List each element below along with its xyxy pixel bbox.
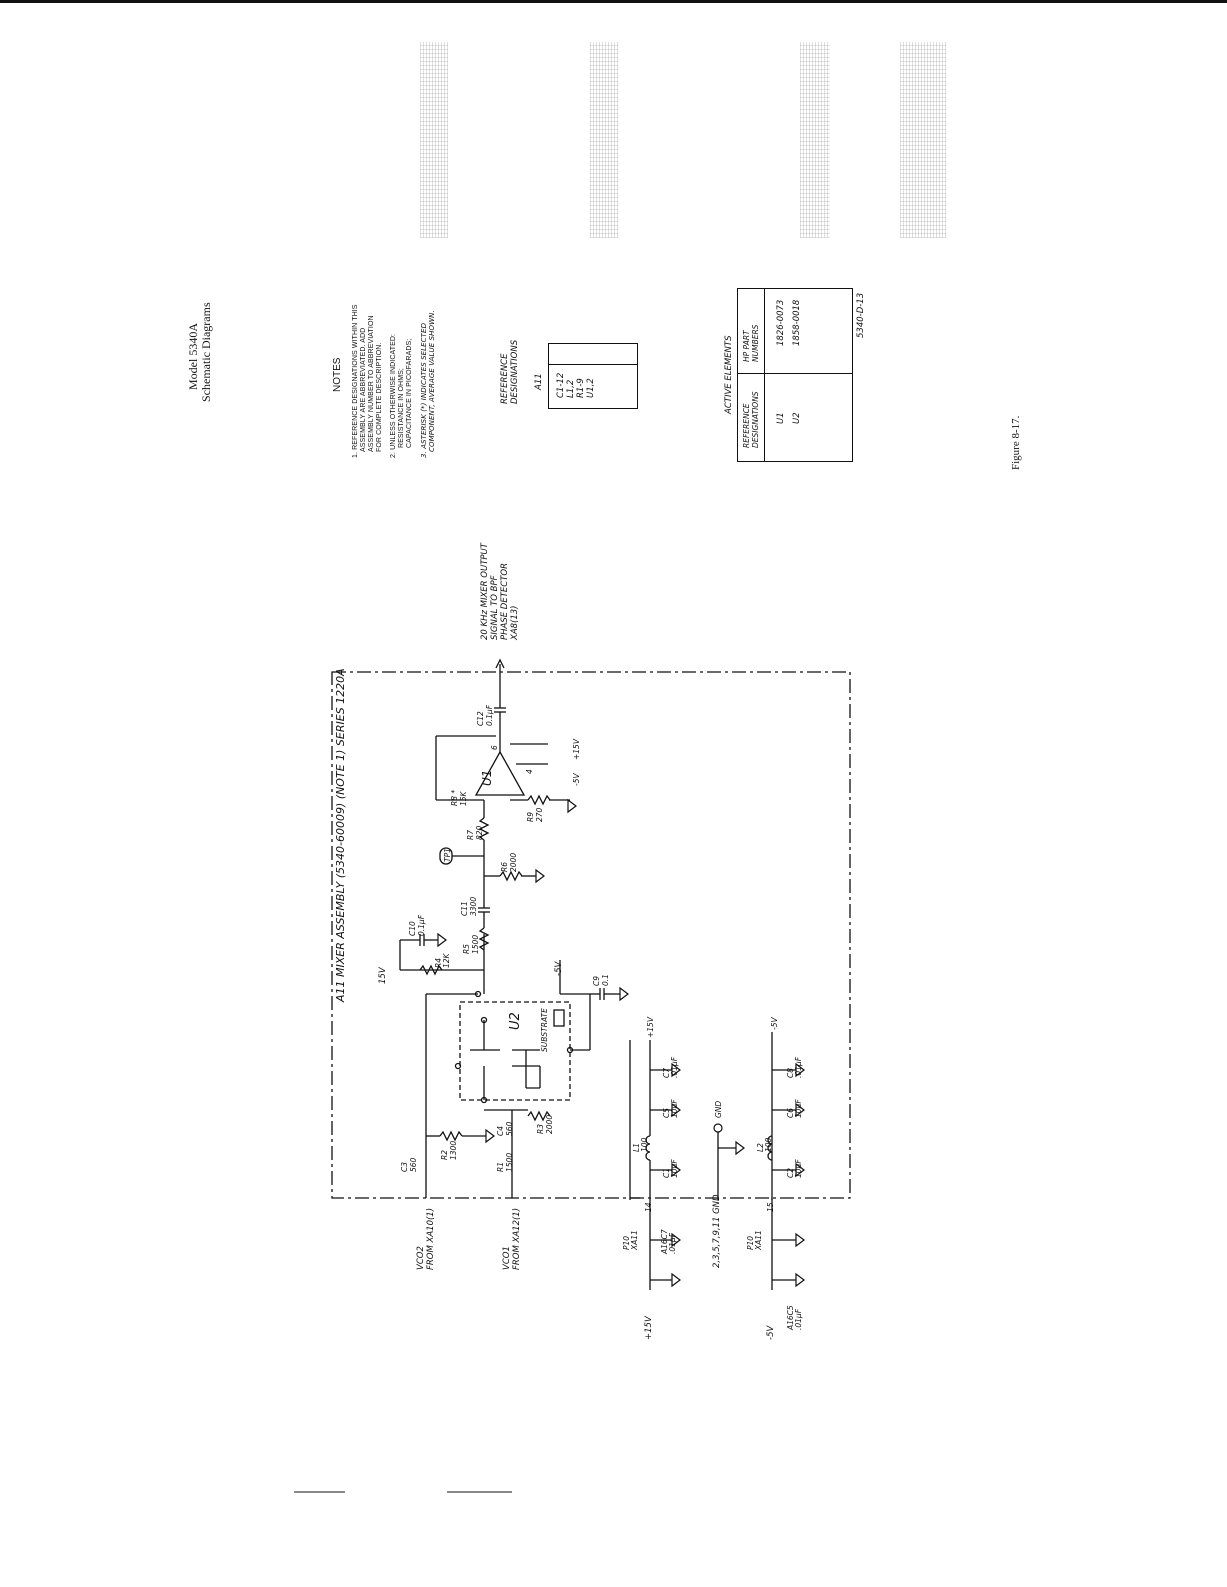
label-r8-value: 15K bbox=[459, 791, 468, 806]
label-r6-value: 2000 bbox=[509, 852, 518, 872]
label-r3: R3 bbox=[536, 1124, 545, 1134]
label-r4-value: 12K bbox=[442, 953, 451, 968]
label-substrate: SUBSTRATE bbox=[540, 1008, 549, 1052]
active-elements-table bbox=[737, 288, 853, 462]
label-r2-value: 1300 bbox=[449, 1140, 458, 1160]
label-r6: R6 bbox=[500, 862, 509, 872]
label-tp1: TP1 bbox=[443, 848, 452, 862]
resistor-r7 bbox=[478, 817, 490, 841]
input-p15: +15V bbox=[644, 1316, 654, 1340]
label-c3: C3 bbox=[400, 1161, 409, 1172]
label-r7: R7 bbox=[466, 830, 475, 840]
label-l2-value: 100 bbox=[764, 1137, 773, 1152]
label-r7-value: 820 bbox=[475, 825, 484, 840]
label-p10-a-xa: XA11 bbox=[630, 1230, 639, 1250]
inductor-l2 bbox=[767, 1135, 773, 1161]
label-c1-value: 10µF bbox=[670, 1159, 679, 1178]
label-r1-value: 1500 bbox=[505, 1152, 514, 1172]
label-c10: C10 bbox=[408, 921, 417, 936]
label-c5-value: 10µF bbox=[670, 1099, 679, 1118]
scan-noise bbox=[900, 42, 946, 238]
label-l1-value: 100 bbox=[640, 1137, 649, 1152]
label-15v: 15V bbox=[378, 967, 388, 984]
label-c7-value: .01µF bbox=[670, 1056, 679, 1078]
label-m5-rail: -5V bbox=[770, 1017, 779, 1030]
input-m5: -5V bbox=[766, 1325, 776, 1340]
label-a16c5-value: .01µF bbox=[794, 1308, 803, 1330]
label-c12-value: 0.1µF bbox=[485, 704, 494, 726]
input-vco1-source: FROM XA12(1) bbox=[512, 1207, 522, 1270]
resistor-r4 bbox=[419, 964, 443, 976]
inductor-l1 bbox=[645, 1135, 651, 1161]
label-c9: C9 bbox=[592, 975, 601, 986]
top-rule bbox=[0, 0, 1227, 3]
label-c4: C4 bbox=[496, 1125, 505, 1136]
label-p10-b-xa: XA11 bbox=[754, 1230, 763, 1250]
label-u1-pos: +15V bbox=[572, 739, 581, 760]
label-pin4: 4 bbox=[525, 769, 534, 774]
output-label: SIGNAL TO BPF bbox=[490, 575, 500, 640]
assembly-title: A11 MIXER ASSEMBLY (5340-60009) (NOTE 1)… bbox=[334, 668, 347, 1002]
input-vco2: VCO2 bbox=[416, 1246, 426, 1270]
label-r5: R5 bbox=[462, 944, 471, 954]
label-r5-value: 1500 bbox=[471, 934, 480, 954]
label-gnd-tp: GND bbox=[714, 1100, 723, 1118]
resistor-r3 bbox=[527, 1110, 551, 1122]
resistor-r2 bbox=[439, 1130, 463, 1142]
resistor-r6 bbox=[499, 870, 523, 882]
opamp-u1 bbox=[474, 750, 526, 796]
input-vco2-source: FROM XA10(1) bbox=[426, 1207, 436, 1270]
label-m5v-u2: -5V bbox=[554, 961, 564, 976]
label-c4-value: 560 bbox=[505, 1121, 514, 1136]
label-u2: U2 bbox=[508, 1012, 523, 1030]
resistor-r9 bbox=[527, 794, 551, 806]
label-r2: R2 bbox=[440, 1150, 449, 1160]
assembly-border bbox=[331, 671, 851, 1199]
scan-noise bbox=[590, 42, 618, 238]
label-pin15: 15 bbox=[766, 1202, 775, 1212]
label-c11-value: 3300 bbox=[469, 896, 478, 916]
label-c3-value: 560 bbox=[409, 1157, 418, 1172]
label-pin6: 6 bbox=[490, 745, 499, 750]
label-p15-rail: +15V bbox=[646, 1017, 655, 1038]
label-pin14: 14 bbox=[644, 1202, 653, 1212]
label-c10-value: 0.1µF bbox=[417, 914, 426, 936]
label-c9-value: 0.1 bbox=[601, 974, 610, 986]
output-label: 20 KHz MIXER OUTPUT bbox=[480, 543, 490, 640]
label-a16c7-value: .01µF bbox=[668, 1232, 677, 1254]
label-c6-value: 10µF bbox=[794, 1099, 803, 1118]
label-u1: U1 bbox=[480, 769, 494, 786]
resistor-r5 bbox=[478, 927, 490, 951]
scan-noise bbox=[420, 42, 448, 238]
label-c8-value: .01µF bbox=[794, 1056, 803, 1078]
output-label: PHASE DETECTOR bbox=[500, 562, 510, 640]
ref-designations-table bbox=[548, 343, 638, 409]
scan-noise bbox=[800, 42, 830, 238]
label-c11: C11 bbox=[460, 901, 469, 916]
label-r9: R9 bbox=[526, 812, 535, 822]
input-vco1: VCO1 bbox=[502, 1246, 512, 1270]
label-r3-value: 2000 bbox=[545, 1114, 554, 1134]
input-gnd: 2,3,5,7,9,11 GND bbox=[712, 1194, 722, 1268]
label-r1: R1 bbox=[496, 1162, 505, 1172]
label-r9-value: 270 bbox=[535, 807, 544, 822]
label-r8: R8 * bbox=[450, 789, 459, 806]
label-c2-value: 10µF bbox=[794, 1159, 803, 1178]
output-label: XA8(13) bbox=[510, 605, 520, 641]
label-c12: C12 bbox=[476, 711, 485, 726]
label-u1-neg: -5V bbox=[572, 773, 581, 786]
